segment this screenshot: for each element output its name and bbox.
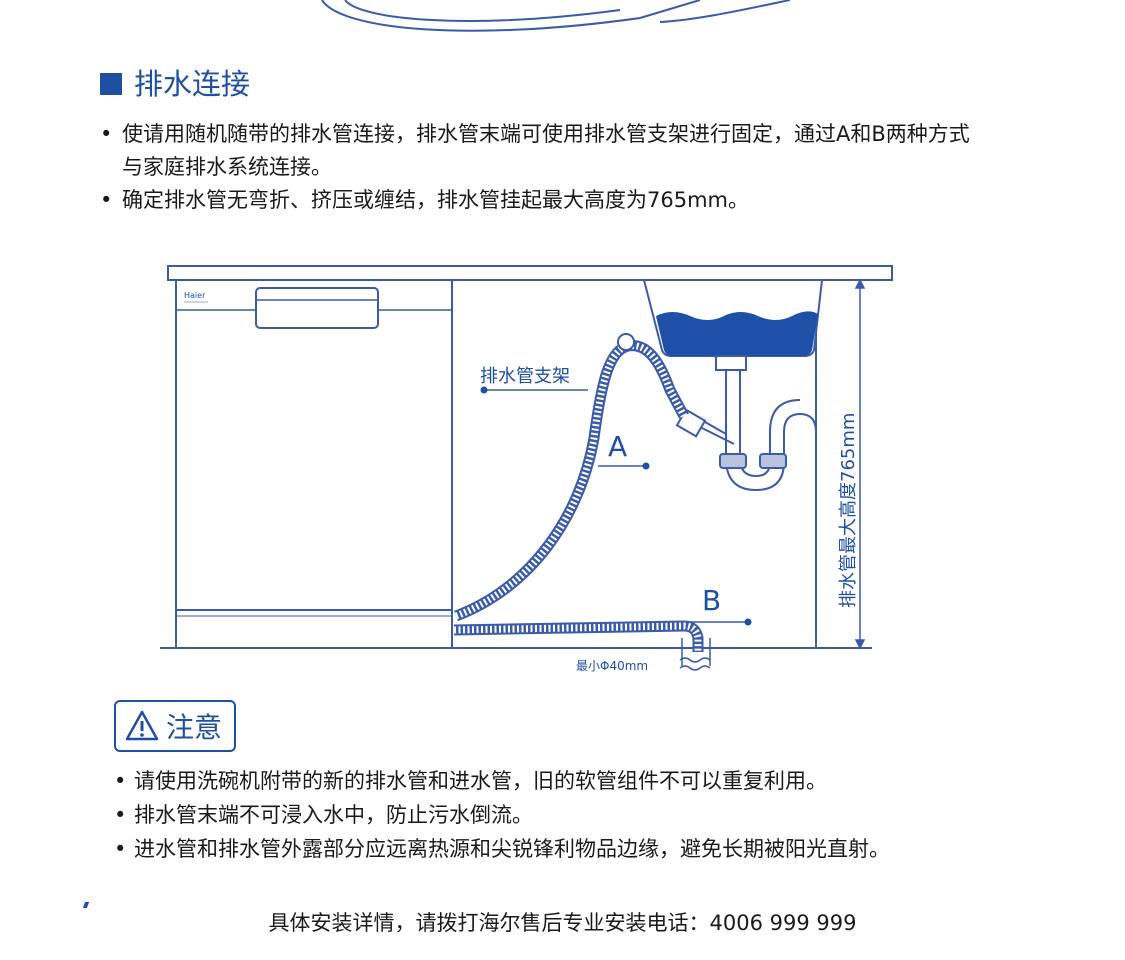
title-square-icon: [100, 73, 122, 95]
footer-contact: 具体安装详情，请拨打海尔售后专业安装电话：4006 999 999: [268, 911, 857, 935]
notice-item: 排水管末端不可浸入水中，防止污水倒流。: [114, 798, 984, 832]
hose-bracket: [617, 333, 635, 351]
brand-logo: Haier: [184, 291, 206, 300]
max-height-label: 排水管最大高度765mm: [838, 413, 859, 608]
height-dimension: [854, 278, 866, 650]
notice-item: 进水管和排水管外露部分应远离热源和尖锐锋利物品边缘，避免长期被阳光直射。: [114, 832, 984, 866]
instruction-item: 确定排水管无弯折、挤压或缠结，排水管挂起最大高度为765mm。: [100, 184, 980, 217]
drain-diagram: Haier 最小Φ40mm 排水管支架: [160, 265, 893, 673]
top-hose-illustration: [321, 0, 791, 32]
notice-title: 注意: [166, 711, 223, 744]
standpipe-b: [660, 638, 732, 671]
instruction-item: 使请用随机随带的排水管连接，排水管末端可使用排水管支架进行固定，通过A和B两种方…: [100, 118, 980, 184]
instruction-list: 使请用随机随带的排水管连接，排水管末端可使用排水管支架进行固定，通过A和B两种方…: [100, 118, 980, 217]
section-title-text: 排水连接: [134, 67, 251, 101]
method-b-label: B: [702, 584, 721, 617]
section-title: 排水连接: [100, 64, 250, 104]
dishwasher: Haier: [175, 279, 453, 649]
countertop: [167, 265, 893, 281]
notice-heading: 注意: [114, 700, 237, 752]
min-diameter-label: 最小Φ40mm: [576, 659, 648, 673]
sink-drain-pipe: [675, 355, 817, 648]
notice-item: 请使用洗碗机附带的新的排水管和进水管，旧的软管组件不可以重复利用。: [114, 764, 984, 798]
warning-triangle-icon: [125, 710, 159, 741]
notice-list: 请使用洗碗机附带的新的排水管和进水管，旧的软管组件不可以重复利用。 排水管末端不…: [114, 764, 984, 866]
method-a-label: A: [608, 430, 627, 463]
sink-water: [656, 311, 818, 356]
sink-basin: [642, 279, 824, 357]
bracket-label: 排水管支架: [480, 366, 570, 387]
dishwasher-handle: [255, 287, 379, 329]
